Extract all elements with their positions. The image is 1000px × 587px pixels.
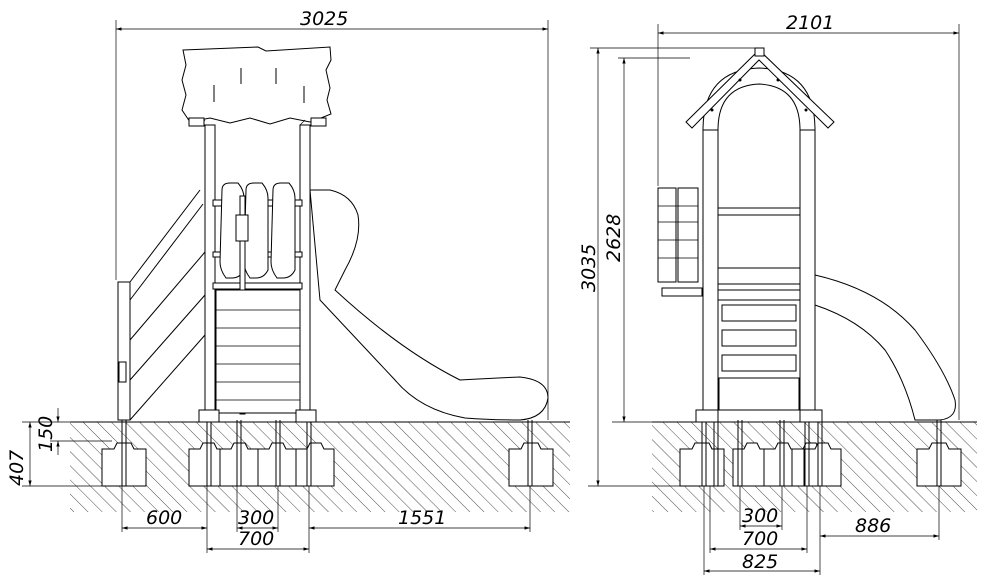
front-roof: [685, 47, 835, 129]
side-foundations: [101, 442, 554, 487]
dim-front-roof-height: 2628: [603, 214, 625, 262]
dim-front-post-spacing: 700: [742, 528, 778, 550]
dim-inner-spacing: 300: [238, 507, 274, 529]
dim-foundation-top: 150: [35, 416, 57, 452]
dim-post-spacing: 700: [238, 528, 274, 550]
side-dim-left: 407 150: [6, 408, 120, 487]
side-ramp: [117, 189, 206, 421]
side-legs: [121, 412, 533, 486]
dim-slide-offset: 1551: [398, 507, 446, 529]
dim-total-width: 3025: [300, 8, 348, 30]
dim-front-total-width: 2101: [786, 12, 834, 34]
dim-front-slide-offset: 886: [855, 515, 891, 537]
front-slide: [814, 274, 956, 421]
dim-foundation-depth: 407: [6, 450, 28, 486]
front-tower: [695, 67, 823, 423]
front-dim-bottom: 300 886 700 825: [703, 486, 940, 575]
dim-front-base-width: 825: [742, 551, 778, 573]
side-dim-top: 3025: [115, 8, 549, 420]
side-slide: [309, 189, 549, 421]
front-wheel-panel: [657, 187, 703, 297]
side-tower: [198, 124, 317, 423]
side-dim-bottom: 600 300 1551 700: [121, 486, 531, 553]
front-dim-left: 3035 2628: [578, 47, 755, 487]
front-foundations: [679, 442, 962, 487]
dim-left-offset: 600: [146, 507, 182, 529]
front-view: 2101 3035 2628 300 886: [578, 12, 977, 575]
side-view: 3025 600 300 1551 700 407: [6, 8, 570, 553]
side-roof: [181, 46, 332, 127]
dim-front-total-height: 3035: [578, 244, 600, 292]
front-legs: [701, 420, 942, 486]
dim-front-inner-spacing: 300: [742, 505, 778, 527]
front-dim-top: 2101: [657, 12, 960, 420]
